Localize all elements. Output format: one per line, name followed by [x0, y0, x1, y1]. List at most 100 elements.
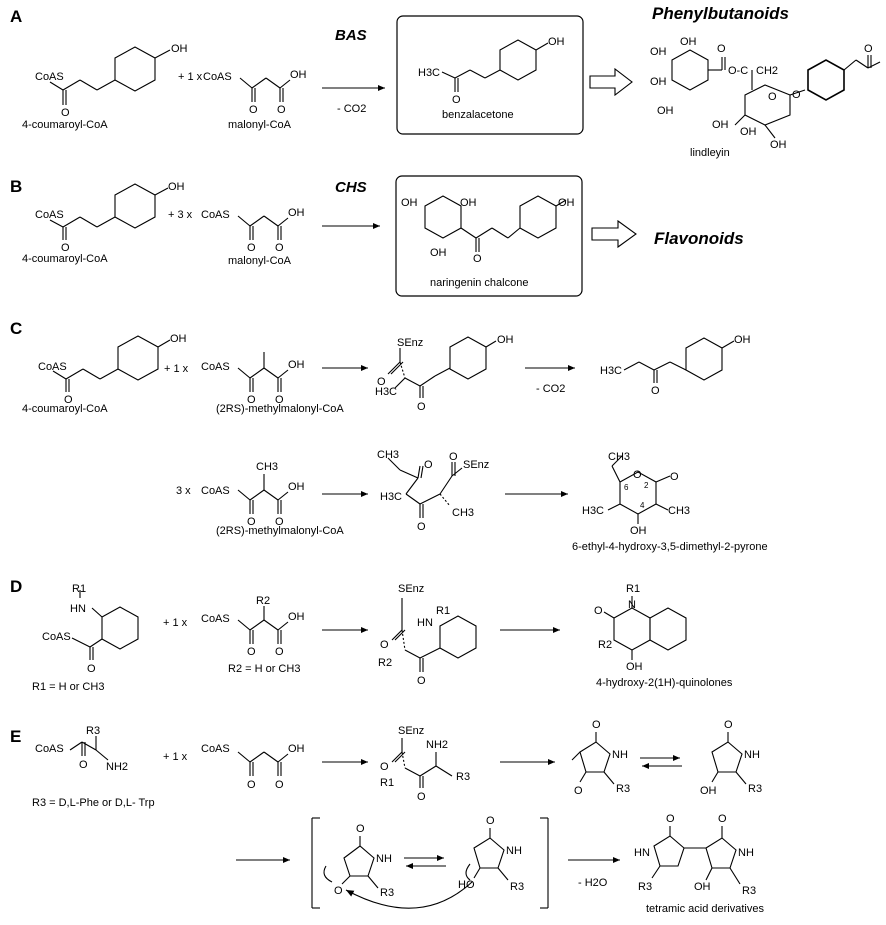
- svg-text:OH: OH: [170, 333, 187, 345]
- svg-text:O: O: [247, 516, 256, 528]
- svg-text:SEnz: SEnz: [463, 459, 489, 471]
- svg-text:O: O: [594, 605, 603, 617]
- intermediate-d-structure: [391, 598, 477, 672]
- svg-text:CoAS: CoAS: [38, 361, 67, 373]
- svg-text:OH: OH: [712, 119, 729, 131]
- svg-text:OH: OH: [558, 197, 575, 209]
- svg-text:O: O: [417, 675, 426, 687]
- class-label-phenylbutanoids: Phenylbutanoids: [652, 4, 789, 23]
- methylmalonyl-coa-c2-structure: [237, 474, 289, 514]
- svg-text:OH: OH: [694, 881, 711, 893]
- svg-text:OH: OH: [497, 334, 514, 346]
- svg-text:R1: R1: [72, 583, 86, 595]
- svg-text:OH: OH: [288, 743, 305, 755]
- svg-text:O: O: [334, 885, 343, 897]
- product-label-benzalacetone: benzalacetone: [442, 109, 514, 121]
- svg-text:CH3: CH3: [668, 505, 690, 517]
- coumaroyl-coa-a-structure: [49, 46, 171, 105]
- bracket-right: [540, 817, 549, 909]
- svg-text:O: O: [380, 761, 389, 773]
- svg-text:OH: OH: [288, 611, 305, 623]
- svg-text:SEnz: SEnz: [398, 583, 424, 595]
- svg-text:OH: OH: [650, 46, 667, 58]
- benzalacetone-structure: [441, 39, 549, 92]
- svg-text:O: O: [247, 779, 256, 791]
- h2o-loss-e: - H2O: [578, 877, 608, 889]
- svg-text:CoAS: CoAS: [201, 743, 230, 755]
- r3-definition: R3 = D,L-Phe or D,L- Trp: [32, 797, 155, 809]
- svg-text:CH3: CH3: [608, 451, 630, 463]
- svg-text:CH2: CH2: [756, 65, 778, 77]
- svg-text:NH: NH: [376, 853, 392, 865]
- svg-text:O: O: [592, 719, 601, 731]
- svg-text:OH: OH: [460, 197, 477, 209]
- starter-label-b: 4-coumaroyl-CoA: [22, 253, 108, 265]
- extender-label-a: malonyl-CoA: [228, 119, 292, 131]
- svg-text:O: O: [768, 91, 777, 103]
- svg-text:H3C: H3C: [380, 491, 402, 503]
- svg-text:H3C: H3C: [375, 386, 397, 398]
- svg-text:SEnz: SEnz: [397, 337, 423, 349]
- svg-text:CoAS: CoAS: [201, 613, 230, 625]
- svg-text:O: O: [486, 815, 495, 827]
- product-box-naringenin: [395, 175, 583, 297]
- svg-text:R1: R1: [380, 777, 394, 789]
- svg-text:O: O: [249, 104, 258, 116]
- svg-text:O: O: [724, 719, 733, 731]
- co2-loss-a: - CO2: [337, 103, 366, 115]
- section-letter-e: E: [10, 727, 21, 746]
- svg-text:CoAS: CoAS: [201, 361, 230, 373]
- intermediate-c2-structure: [387, 457, 463, 518]
- svg-text:CH3: CH3: [256, 461, 278, 473]
- svg-text:O-C: O-C: [728, 65, 748, 77]
- svg-text:O: O: [275, 394, 284, 406]
- co2-loss-c: - CO2: [536, 383, 565, 395]
- r1-definition: R1 = H or CH3: [32, 681, 104, 693]
- svg-text:CoAS: CoAS: [203, 71, 232, 83]
- svg-text:OH: OH: [630, 525, 647, 537]
- aminoacyl-coa-structure: [69, 736, 109, 761]
- svg-text:O: O: [651, 385, 660, 397]
- svg-text:O: O: [633, 469, 642, 481]
- svg-text:NH: NH: [744, 749, 760, 761]
- multiplier-d: + 1 x: [163, 617, 188, 629]
- multiplier-a: + 1 x: [178, 71, 203, 83]
- svg-text:O: O: [275, 779, 284, 791]
- svg-text:OH: OH: [168, 181, 185, 193]
- svg-text:R1: R1: [436, 605, 450, 617]
- svg-text:HN: HN: [417, 617, 433, 629]
- svg-text:O: O: [61, 242, 70, 254]
- svg-text:O: O: [718, 813, 727, 825]
- svg-text:NH: NH: [506, 845, 522, 857]
- product-label-naringenin: naringenin chalcone: [430, 277, 528, 289]
- svg-text:CoAS: CoAS: [201, 209, 230, 221]
- intermediate-e-structure: [391, 738, 453, 788]
- svg-text:O: O: [247, 646, 256, 658]
- svg-text:R3: R3: [638, 881, 652, 893]
- svg-text:H3C: H3C: [418, 67, 440, 79]
- svg-text:R3: R3: [748, 783, 762, 795]
- svg-text:O: O: [277, 104, 286, 116]
- coumaroyl-coa-b-structure: [49, 183, 169, 240]
- methylmalonyl-coa-c-structure: [237, 352, 289, 392]
- svg-text:O: O: [61, 107, 70, 119]
- product-box-benzalacetone: [396, 15, 584, 135]
- svg-text:CoAS: CoAS: [42, 631, 71, 643]
- svg-text:O: O: [275, 242, 284, 254]
- svg-text:O: O: [666, 813, 675, 825]
- multiplier-c2: 3 x: [176, 485, 191, 497]
- svg-text:OH: OH: [171, 43, 188, 55]
- svg-text:O: O: [670, 471, 679, 483]
- svg-text:SEnz: SEnz: [398, 725, 424, 737]
- svg-text:O: O: [64, 394, 73, 406]
- derivative-label-lindleyin: lindleyin: [690, 147, 730, 159]
- coumaroyl-coa-c-structure: [52, 335, 171, 392]
- svg-text:O: O: [417, 791, 426, 803]
- section-letter-c: C: [10, 319, 22, 338]
- svg-text:OH: OH: [770, 139, 787, 151]
- svg-text:O: O: [452, 94, 461, 106]
- svg-text:OH: OH: [657, 105, 674, 117]
- svg-text:NH: NH: [612, 749, 628, 761]
- malonyl-coa-a-structure: [239, 77, 291, 102]
- svg-text:OH: OH: [734, 334, 751, 346]
